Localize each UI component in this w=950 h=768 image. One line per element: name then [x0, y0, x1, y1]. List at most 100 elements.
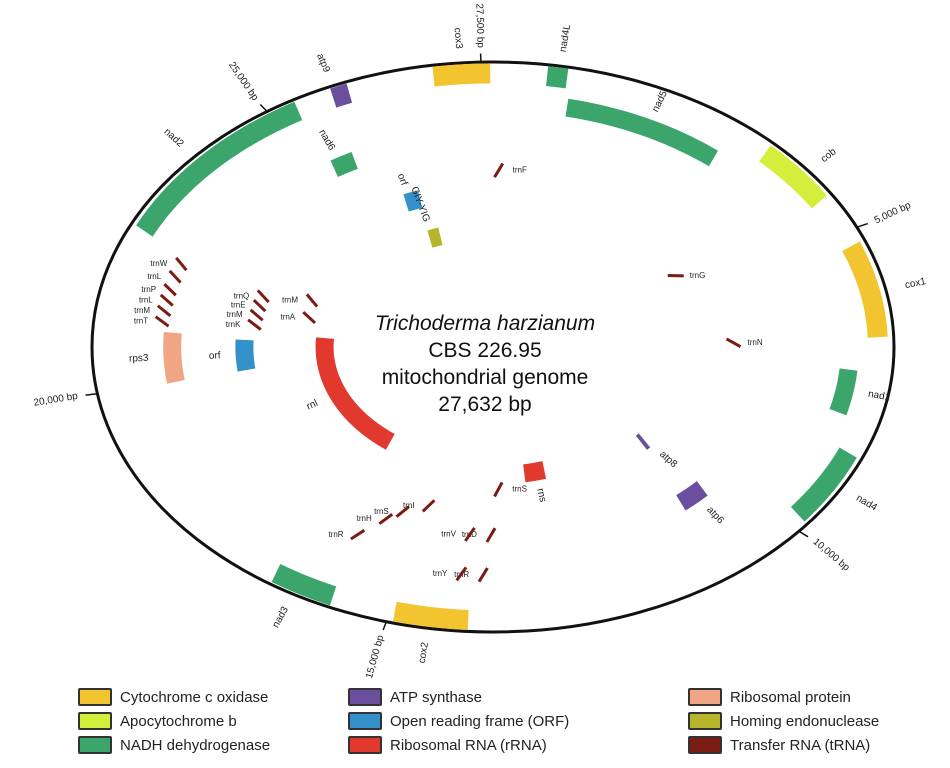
trna-mark[interactable] [156, 304, 172, 317]
trna-label: trnH [357, 514, 372, 523]
legend-label: Open reading frame (ORF) [390, 712, 570, 730]
trna-label: trnL [139, 295, 153, 304]
gene-atp6-arc[interactable] [676, 481, 708, 511]
legend-label: Transfer RNA (tRNA) [730, 736, 871, 754]
gene-nad2-arc[interactable] [136, 101, 303, 237]
legend-item-cob: Apocytochrome b [78, 712, 348, 730]
gene-nad4l-arc[interactable] [546, 66, 569, 89]
genome-subtitle: mitochondrial genome [382, 366, 589, 389]
gene-nad1-arc[interactable] [829, 368, 858, 416]
trna-label: trnF [513, 165, 527, 174]
tick-label: 10,000 bp [811, 536, 852, 573]
trna-mark[interactable] [378, 513, 394, 525]
trna-mark[interactable] [464, 526, 476, 542]
gene-atp9-arc[interactable] [330, 83, 353, 108]
trna-mark[interactable] [455, 566, 468, 582]
trna-mark[interactable] [249, 308, 264, 322]
gene-nad6-arc[interactable] [330, 151, 358, 178]
trna-mark[interactable] [159, 293, 174, 307]
legend-label: Cytochrome c oxidase [120, 688, 269, 706]
legend-label: ATP synthase [390, 688, 482, 706]
gene-rps3-arc[interactable] [163, 331, 185, 384]
trna-mark[interactable] [168, 269, 182, 284]
strain-name: CBS 226.95 [428, 339, 541, 362]
trna-label: trnN [748, 338, 763, 347]
trna-mark[interactable] [493, 162, 505, 178]
trna-label: trnP [141, 285, 156, 294]
legend-item-cox: Cytochrome c oxidase [78, 688, 348, 706]
gene-cox1-arc[interactable] [842, 241, 888, 338]
legend-swatch [348, 712, 382, 730]
genome-length: 27,632 bp [438, 393, 531, 416]
gene-label: nad5 [650, 89, 670, 114]
legend-label: Apocytochrome b [120, 712, 237, 730]
trna-label: trnQ [234, 291, 250, 300]
trna-label: trnM [227, 310, 243, 319]
gene-label: atp6 [704, 504, 726, 526]
trna-label: trnL [147, 272, 161, 281]
trna-label: trnM [134, 306, 150, 315]
gene-label: nad6 [316, 128, 337, 153]
trna-mark[interactable] [256, 289, 270, 304]
tick-mark [856, 222, 868, 228]
gene-label: nad1 [867, 389, 891, 404]
gene-label: orf [209, 350, 221, 362]
trna-label: trnI [403, 501, 415, 510]
gene-label: nad2 [162, 126, 186, 149]
legend-label: Ribosomal protein [730, 688, 851, 706]
trna-label: trnK [226, 320, 241, 329]
trna-label: trnM [282, 296, 298, 305]
tick-mark [798, 530, 809, 538]
gene-nad5-arc[interactable] [565, 98, 718, 167]
trna-label: trnT [134, 317, 148, 326]
trna-mark[interactable] [175, 256, 188, 272]
trna-genes: trnWtrnLtrnPtrnLtrnMtrnTtrnQtrnEtrnMtrnK… [134, 162, 763, 583]
trna-mark[interactable] [163, 283, 177, 297]
legend-item-rps: Ribosomal protein [688, 688, 948, 706]
gene-orf-arc[interactable] [235, 339, 256, 372]
trna-mark[interactable] [395, 505, 410, 518]
trna-label: trnS [374, 507, 389, 516]
gene-giy-yig-arc[interactable] [427, 227, 443, 248]
tick-label: 5,000 bp [873, 200, 913, 227]
gene-label: atp8 [657, 449, 679, 470]
gene-rnl-arc[interactable] [315, 337, 395, 450]
legend-swatch [688, 688, 722, 706]
gene-rns-arc[interactable] [523, 461, 547, 483]
trna-mark[interactable] [725, 337, 742, 348]
gene-label: nad3 [271, 605, 292, 630]
gene-orf-arc[interactable] [403, 190, 423, 212]
tick-mark [85, 392, 98, 396]
legend-item-atp: ATP synthase [348, 688, 688, 706]
tick-label: 25,000 bp [226, 60, 260, 103]
legend-item-rrna: Ribosomal RNA (rRNA) [348, 736, 688, 754]
gene-cox3-arc[interactable] [432, 63, 491, 87]
gene-nad3-arc[interactable] [271, 563, 337, 606]
trna-mark[interactable] [350, 529, 366, 541]
trna-label: trnW [150, 259, 167, 268]
trna-label: trnR [328, 530, 343, 539]
trna-mark[interactable] [421, 499, 436, 513]
gene-atp8-arc[interactable] [635, 433, 651, 450]
tick-mark [259, 103, 268, 113]
gene-cox2-arc[interactable] [393, 601, 469, 631]
trna-mark[interactable] [252, 298, 267, 313]
trna-mark[interactable] [493, 481, 504, 498]
trna-mark[interactable] [477, 567, 489, 583]
gene-label: nad4 [854, 493, 879, 514]
gene-nad4-arc[interactable] [790, 447, 857, 522]
trna-label: trnA [280, 313, 295, 322]
gene-cob-arc[interactable] [759, 145, 827, 209]
legend-item-nad: NADH dehydrogenase [78, 736, 348, 754]
trna-mark[interactable] [305, 293, 319, 308]
trna-mark[interactable] [302, 310, 317, 325]
trna-label: trnS [512, 485, 527, 494]
trna-label: trnY [433, 569, 448, 578]
trna-mark[interactable] [247, 318, 262, 331]
trna-mark[interactable] [154, 315, 170, 328]
trna-mark[interactable] [485, 527, 497, 543]
legend-item-orf: Open reading frame (ORF) [348, 712, 688, 730]
legend-item-homing: Homing endonuclease [688, 712, 948, 730]
